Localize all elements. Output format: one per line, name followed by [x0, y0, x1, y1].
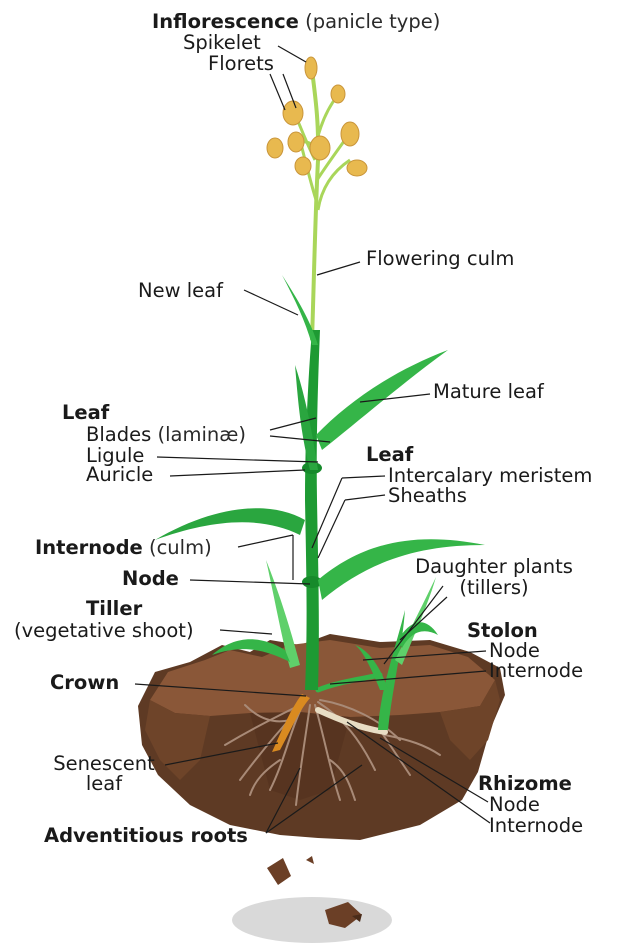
label-internode-culm-note: (culm): [149, 536, 212, 559]
inflorescence: [267, 57, 367, 340]
label-mature-leaf: Mature leaf: [433, 381, 544, 403]
label-flowering-culm: Flowering culm: [366, 248, 514, 270]
label-stolon-internode: Internode: [489, 660, 583, 682]
label-sheaths: Sheaths: [388, 485, 467, 507]
label-blades: Blades (laminæ): [86, 424, 246, 446]
label-florets: Florets: [208, 53, 274, 75]
label-daughter-plants: Daughter plants: [414, 556, 574, 578]
label-spikelet: Spikelet: [183, 32, 261, 54]
label-rhizome-internode: Internode: [489, 815, 583, 837]
label-tiller-note: (vegetative shoot): [14, 620, 194, 642]
label-leaf-group: Leaf: [62, 402, 109, 424]
label-internode-culm-title: Internode: [35, 536, 143, 559]
soil-block: [138, 634, 505, 840]
main-culm: [305, 330, 320, 690]
label-adventitious-roots: Adventitious roots: [44, 825, 248, 847]
label-blades-note: (laminæ): [157, 423, 246, 446]
label-daughter-plants-note: (tillers): [414, 577, 574, 599]
label-blades-title: Blades: [86, 423, 151, 446]
label-inflorescence-note: (panicle type): [305, 10, 440, 33]
label-inflorescence: Inflorescence (panicle type): [152, 11, 440, 33]
label-internode-culm: Internode (culm): [35, 537, 212, 559]
label-node: Node: [122, 568, 179, 590]
label-tiller: Tiller: [86, 598, 142, 620]
label-auricle: Auricle: [86, 464, 153, 486]
ground-shadow: [232, 897, 392, 943]
label-crown: Crown: [50, 672, 119, 694]
label-senescent-leaf-2: leaf: [44, 773, 164, 795]
label-rhizome-node: Node: [489, 794, 540, 816]
label-rhizome: Rhizome: [478, 773, 572, 795]
label-inflorescence-title: Inflorescence: [152, 10, 299, 33]
label-new-leaf: New leaf: [138, 280, 223, 302]
label-leaf-group-2: Leaf: [366, 444, 413, 466]
